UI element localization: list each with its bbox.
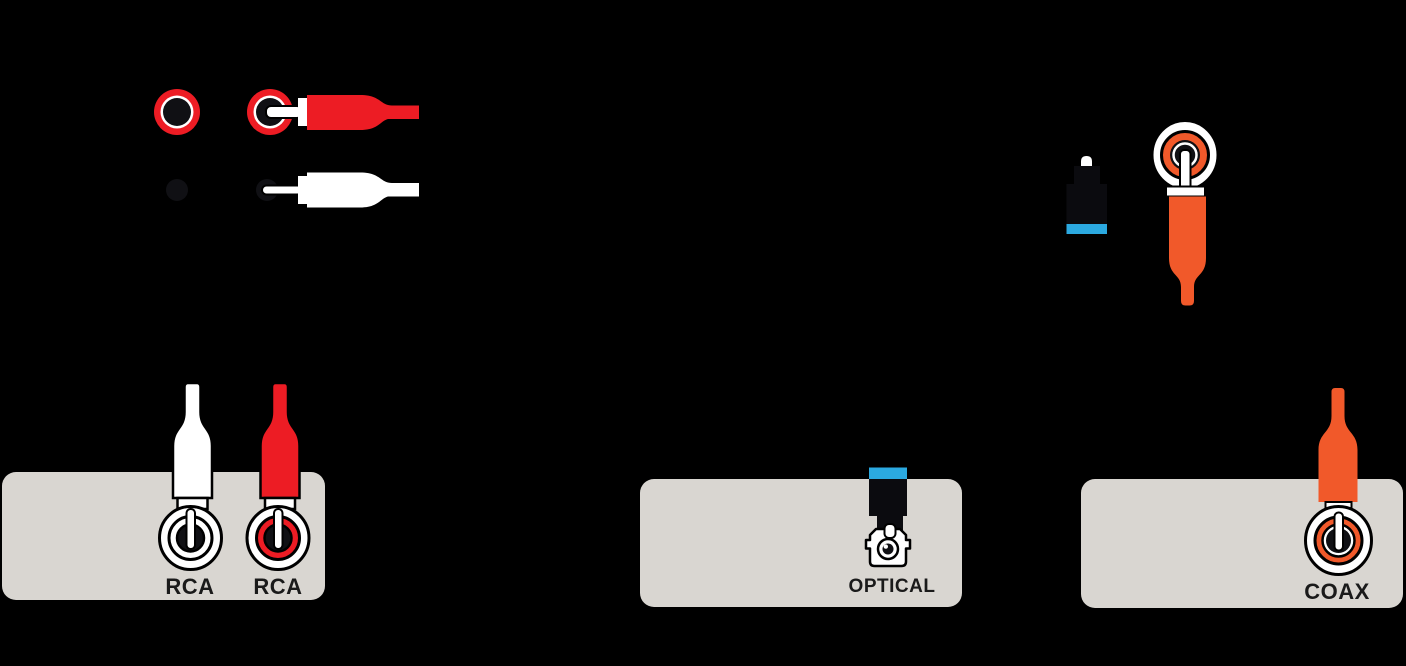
rca-jack-dark-empty-icon: [166, 179, 188, 201]
coax-plug-icon: [1165, 149, 1206, 306]
rca-pin-red-icon: [273, 508, 284, 550]
coax-label: COAX: [1304, 579, 1370, 604]
rca-pin-white-icon: [185, 508, 196, 550]
rca-plug-white-inserted-icon: [171, 381, 214, 511]
coax-jack-orange-icon: [1304, 505, 1373, 576]
rca-jack-white-icon: [158, 505, 223, 571]
rca-label-left: RCA: [165, 574, 214, 599]
rca-label-right: RCA: [253, 574, 302, 599]
rca-plug-white-icon: [261, 172, 419, 208]
optical-label: OPTICAL: [849, 576, 936, 597]
rca-jack-red-icon: [245, 505, 311, 571]
coax-plug-inserted-icon: [1318, 388, 1358, 514]
coax-pin-icon: [1333, 511, 1344, 552]
toslink-port-icon: [864, 523, 912, 568]
rca-jack-red-empty-icon: [154, 89, 200, 135]
rca-plug-red-icon: [265, 95, 419, 130]
rca-plug-red-inserted-icon: [259, 381, 301, 511]
optical-toslink-plug-icon: [1066, 156, 1107, 234]
